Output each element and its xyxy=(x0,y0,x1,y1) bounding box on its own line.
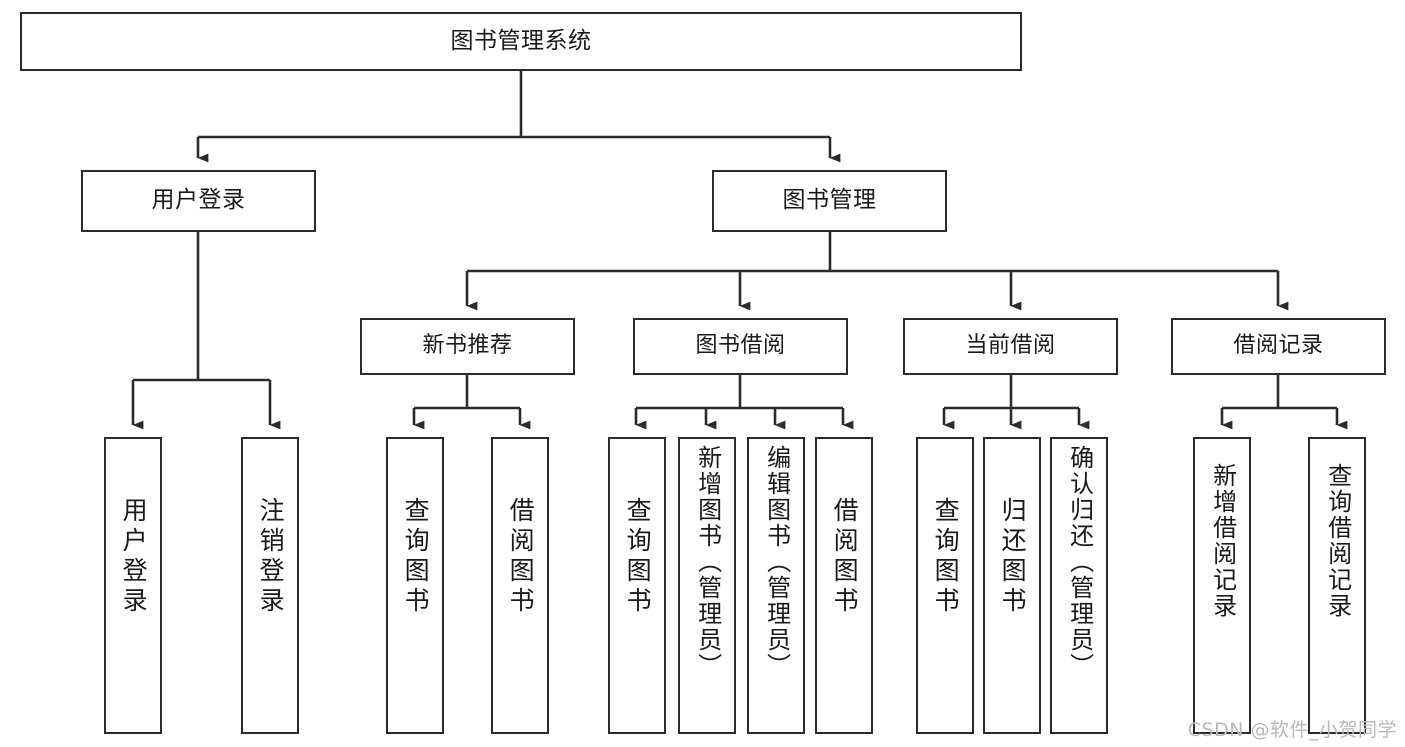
leaf-query-borrow-record[interactable]: 查询借阅记录 xyxy=(1308,437,1366,734)
node-label: 借阅记录 xyxy=(1233,333,1324,359)
node-label: 查询图书 xyxy=(623,497,653,617)
node-book-borrow[interactable]: 图书借阅 xyxy=(633,318,848,375)
node-label: 新增借阅记录 xyxy=(1208,463,1237,619)
leaf-query-book-borrow[interactable]: 查询图书 xyxy=(608,437,666,734)
node-label: 图书管理 xyxy=(782,187,877,214)
leaf-edit-book-admin[interactable]: 编辑图书（管理员） xyxy=(747,437,805,734)
node-label: 新增图书（管理员） xyxy=(693,445,722,679)
node-label: 查询借阅记录 xyxy=(1323,463,1352,619)
node-user-login[interactable]: 用户登录 xyxy=(81,170,316,232)
leaf-borrow-book-borrow[interactable]: 借阅图书 xyxy=(815,437,873,734)
leaf-user-logout[interactable]: 注销登录 xyxy=(241,437,299,734)
node-label: 查询图书 xyxy=(401,497,431,617)
node-label: 查询图书 xyxy=(931,497,961,617)
leaf-return-book[interactable]: 归还图书 xyxy=(983,437,1041,734)
node-label: 图书管理系统 xyxy=(450,27,592,54)
node-label: 用户登录 xyxy=(151,187,246,214)
leaf-query-book-new-recommend[interactable]: 查询图书 xyxy=(386,437,444,734)
node-label: 归还图书 xyxy=(998,497,1028,617)
node-root-book-management-system[interactable]: 图书管理系统 xyxy=(20,12,1022,71)
leaf-user-login[interactable]: 用户登录 xyxy=(104,437,162,734)
node-label: 确认归还（管理员） xyxy=(1065,445,1094,679)
node-label: 借阅图书 xyxy=(506,497,536,617)
node-label: 用户登录 xyxy=(119,497,149,617)
leaf-query-book-current[interactable]: 查询图书 xyxy=(916,437,974,734)
leaf-add-borrow-record[interactable]: 新增借阅记录 xyxy=(1193,437,1251,734)
node-label: 借阅图书 xyxy=(830,497,860,617)
node-new-book-recommend[interactable]: 新书推荐 xyxy=(360,318,575,375)
node-label: 编辑图书（管理员） xyxy=(762,445,791,679)
node-current-borrow[interactable]: 当前借阅 xyxy=(903,318,1118,375)
node-borrow-record[interactable]: 借阅记录 xyxy=(1171,318,1386,375)
node-label: 图书借阅 xyxy=(695,333,786,359)
leaf-confirm-return-admin[interactable]: 确认归还（管理员） xyxy=(1050,437,1108,734)
leaf-add-book-admin[interactable]: 新增图书（管理员） xyxy=(678,437,736,734)
leaf-borrow-book-new-recommend[interactable]: 借阅图书 xyxy=(491,437,549,734)
node-label: 新书推荐 xyxy=(422,333,513,359)
node-label: 当前借阅 xyxy=(965,333,1056,359)
node-book-management[interactable]: 图书管理 xyxy=(712,170,947,232)
csdn-watermark: CSDN @软件_小贺同学 xyxy=(1187,719,1397,741)
node-label: 注销登录 xyxy=(256,497,286,617)
